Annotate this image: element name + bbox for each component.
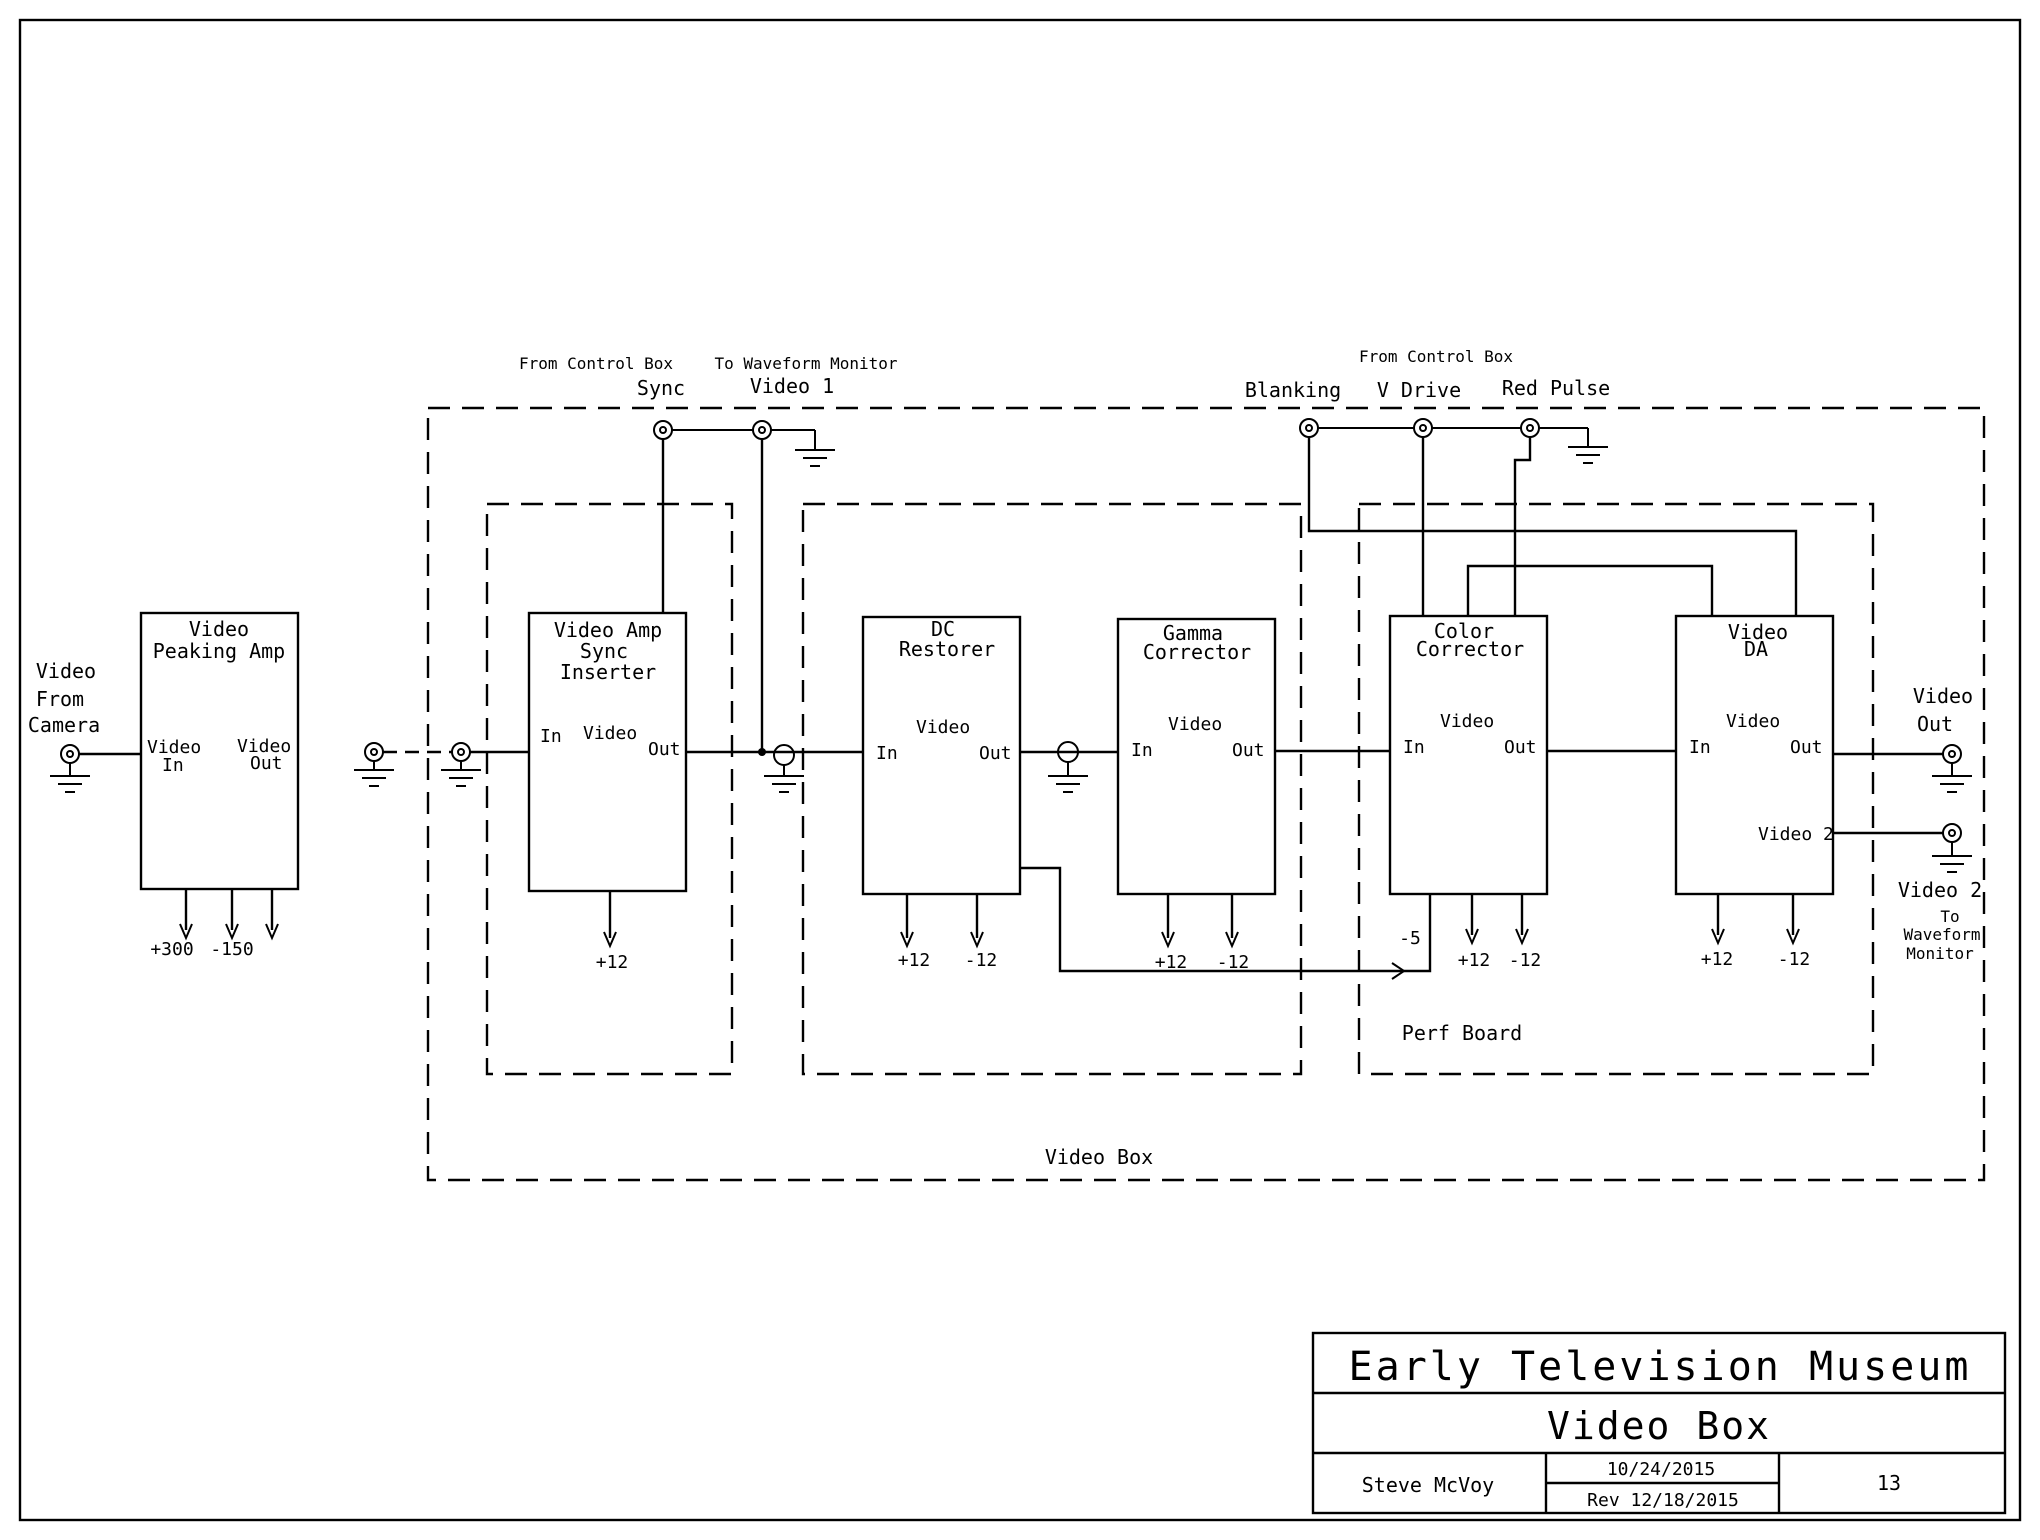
- dc-restorer-in-label: In: [876, 743, 898, 764]
- video-da-title-1: Video: [1728, 620, 1788, 644]
- video-da-supply-m12: -12: [1778, 949, 1811, 970]
- dc-restorer-supply-m12: -12: [965, 950, 998, 971]
- restorer-gamma-enclosure: [801, 502, 1303, 1076]
- video-da-title-2: DA: [1744, 637, 1768, 661]
- perf-board-label: Perf Board: [1402, 1021, 1522, 1045]
- sheet-number: 13: [1877, 1471, 1901, 1495]
- peaking-amp-out-label-2: Out: [250, 753, 283, 774]
- drawing-revision: Rev 12/18/2015: [1587, 1490, 1739, 1511]
- color-corrector-supply-m5: -5: [1399, 928, 1421, 949]
- sync-inserter-supply-12: +12: [596, 952, 629, 973]
- organization-name: Early Television Museum: [1349, 1344, 1972, 1390]
- peaking-amp-title-2: Peaking Amp: [153, 639, 285, 663]
- video-2-label-1: Video 2: [1898, 878, 1982, 902]
- v-drive-label: V Drive: [1377, 378, 1461, 402]
- title-block: [1311, 1331, 2007, 1515]
- gamma-corrector-supply-m12: -12: [1217, 952, 1250, 973]
- video-da-in-label: In: [1689, 737, 1711, 758]
- gamma-corrector-video-label: Video: [1168, 714, 1222, 735]
- color-corrector-title-1: Color: [1434, 619, 1494, 643]
- video-2-label-3: Waveform: [1903, 925, 1980, 944]
- gamma-corrector-in-label: In: [1131, 740, 1153, 761]
- video-out-label-2: Out: [1917, 712, 1953, 736]
- gamma-corrector-out-label: Out: [1232, 740, 1265, 761]
- peaking-amp-in-label-1: Video: [147, 737, 201, 758]
- dc-restorer-block: [861, 615, 1022, 896]
- dc-restorer-title-2: Restorer: [899, 637, 995, 661]
- author-name: Steve McVoy: [1362, 1473, 1494, 1497]
- dc-restorer-video-label: Video: [916, 717, 970, 738]
- color-corrector-in-label: In: [1403, 737, 1425, 758]
- video-da-video-label: Video: [1726, 711, 1780, 732]
- video-out-label-1: Video: [1913, 684, 1973, 708]
- perf-board-enclosure: [1357, 502, 1875, 1076]
- video-box-enclosure: [426, 406, 1986, 1182]
- peaking-amp-title-1: Video: [189, 617, 249, 641]
- camera-input-connector: [60, 744, 80, 764]
- video-da-supply-p12: +12: [1701, 949, 1734, 970]
- camera-label-2: From: [36, 687, 84, 711]
- sync-inserter-in-label: In: [540, 726, 562, 747]
- sync-inserter-enclosure: [485, 502, 734, 1076]
- color-corrector-supply-p12: +12: [1458, 950, 1491, 971]
- peaking-amp-supply-300: +300: [150, 939, 193, 960]
- dc-restorer-supply-p12: +12: [898, 950, 931, 971]
- color-corrector-block: [1388, 614, 1549, 896]
- camera-label-3: Camera: [28, 713, 100, 737]
- from-control-box-right-label: From Control Box: [1359, 347, 1513, 366]
- video-box-input-connector: [451, 742, 471, 762]
- video-1-label: Video 1: [750, 374, 834, 398]
- sync-inserter-title-1: Video Amp: [554, 618, 662, 642]
- sync-inserter-title-2: Sync: [580, 639, 628, 663]
- color-corrector-title-2: Corrector: [1416, 637, 1524, 661]
- peaking-amp-out-label-1: Video: [237, 736, 291, 757]
- to-waveform-monitor-label: To Waveform Monitor: [714, 354, 897, 373]
- camera-label-1: Video: [36, 659, 96, 683]
- drawing-title: Video Box: [1547, 1404, 1771, 1448]
- video-da-out-label: Out: [1790, 737, 1823, 758]
- sync-inserter-out-label: Out: [648, 739, 681, 760]
- gamma-corrector-title-1: Gamma: [1163, 621, 1223, 645]
- video-2-label-2: To: [1940, 907, 1959, 926]
- red-pulse-connector: [1520, 418, 1540, 438]
- gamma-corrector-block: [1116, 617, 1277, 896]
- sync-inserter-title-3: Inserter: [560, 660, 656, 684]
- sync-label: Sync: [637, 376, 685, 400]
- peaking-amp-in-label-2: In: [162, 755, 184, 776]
- gamma-corrector-title-2: Corrector: [1143, 640, 1251, 664]
- blanking-connector: [1299, 418, 1319, 438]
- red-pulse-label: Red Pulse: [1502, 376, 1610, 400]
- page-border: [18, 18, 2022, 1522]
- video-box-label: Video Box: [1045, 1145, 1153, 1169]
- video-da-block: [1674, 614, 1835, 896]
- video-1-connector: [752, 420, 772, 440]
- drawing-date: 10/24/2015: [1607, 1459, 1715, 1480]
- gamma-corrector-supply-p12: +12: [1155, 952, 1188, 973]
- from-control-box-left-label: From Control Box: [519, 354, 673, 373]
- sync-inserter-block: [527, 611, 688, 893]
- color-corrector-video-label: Video: [1440, 711, 1494, 732]
- video-da-out2-label: Video 2: [1758, 824, 1834, 845]
- inline-connector-1: [773, 744, 795, 766]
- video-2-connector: [1942, 823, 1962, 843]
- blanking-label: Blanking: [1245, 378, 1341, 402]
- dc-restorer-title-1: DC: [931, 617, 955, 641]
- dc-restorer-out-label: Out: [979, 743, 1012, 764]
- v-drive-connector: [1413, 418, 1433, 438]
- peaking-amp-supply-150: -150: [210, 939, 253, 960]
- sync-connector: [653, 420, 673, 440]
- sync-inserter-video-label: Video: [583, 723, 637, 744]
- video-out-connector: [1942, 744, 1962, 764]
- peaking-amp-block: [139, 611, 300, 891]
- cable-connector-left: [364, 742, 384, 762]
- color-corrector-supply-m12: -12: [1509, 950, 1542, 971]
- color-corrector-out-label: Out: [1504, 737, 1537, 758]
- video-2-label-4: Monitor: [1906, 944, 1974, 963]
